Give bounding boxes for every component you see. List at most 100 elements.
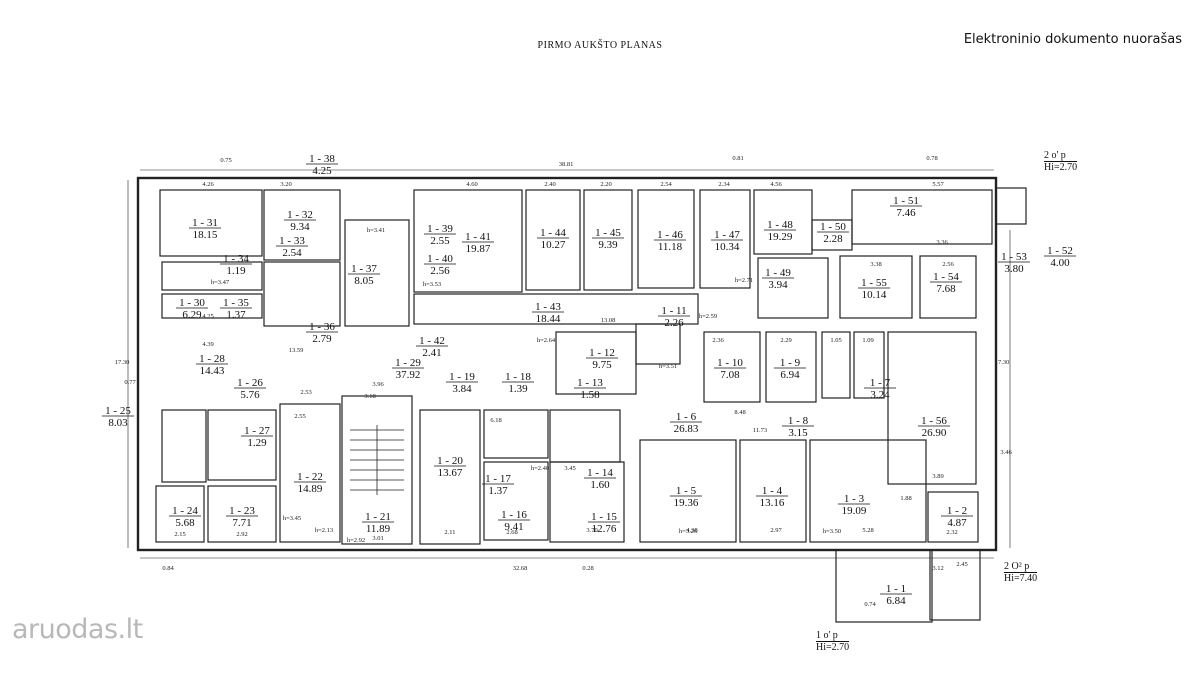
dimension-label: 2.29 [780,337,791,344]
dimension-label: h=3.26 [679,528,698,535]
room-code: 1 - 29 [395,357,421,369]
dimension-label: h=2.40 [531,465,549,472]
dimension-label: 38.81 [559,161,574,168]
dimension-label: 2.45 [956,561,967,568]
dimension-label: 0.75 [220,157,231,164]
room-code: 1 - 40 [427,253,453,265]
room-code: 1 - 5 [676,485,697,497]
room-code: 1 - 48 [767,219,793,231]
room-code: 1 - 37 [351,263,377,275]
dimension-label: 8.48 [734,409,745,416]
room-code: 1 - 22 [297,471,323,483]
room-area: 7.46 [896,207,916,219]
room-code: 1 - 8 [788,415,809,427]
room-code: 1 - 15 [591,511,617,523]
room-code: 1 - 51 [893,195,919,207]
dimension-label: h=2.92 [347,537,365,544]
room-area: 14.89 [298,483,323,495]
room-code: 1 - 11 [661,305,686,317]
room-area: 14.43 [200,365,225,377]
room-area: 1.37 [488,485,508,497]
room-area: 3.15 [788,427,808,439]
dimension-label: 0.78 [926,155,937,162]
room-area: 2.26 [664,317,684,329]
room-code: 1 - 23 [229,505,255,517]
room-code: 1 - 25 [105,405,131,417]
dimension-label: h=3.53 [423,281,441,288]
room-code: 1 - 14 [587,467,613,479]
dimension-label: 3.20 [280,181,291,188]
room-area: 7.08 [720,369,740,381]
room-area: 3.24 [870,389,890,401]
dimension-label: 3.12 [932,565,943,572]
room-area: 4.25 [312,165,332,177]
dimension-label: 4.56 [770,181,782,188]
dimension-label: 2.54 [660,181,672,188]
room-code: 1 - 41 [465,231,491,243]
room-area: 10.27 [541,239,566,251]
dimension-label: 3.46 [1000,449,1012,456]
room-area: 6.84 [886,595,906,607]
room-code: 1 - 31 [192,217,218,229]
dimension-label: 13.59 [289,347,304,354]
room-code: 1 - 9 [780,357,801,369]
room-area: 7.68 [936,283,956,295]
room-code: 1 - 20 [437,455,463,467]
room-code: 1 - 6 [676,411,697,423]
room-area: 37.92 [396,369,421,381]
room-area: 9.41 [504,521,523,533]
room-area: 26.83 [674,423,699,435]
dimension-label: 3.01 [372,535,383,542]
dimension-label: 2.68 [506,529,517,536]
room-code: 1 - 2 [947,505,967,517]
dimension-label: 4.25 [202,313,213,320]
room-code: 1 - 36 [309,321,335,333]
room-area: 19.29 [768,231,793,243]
dimension-label: 0.74 [864,601,876,608]
room-area: 18.44 [536,313,561,325]
room-area: 19.87 [466,243,491,255]
plan-title: PIRMO AUKŠTO PLANAS [537,40,663,51]
room-code: 1 - 43 [535,301,561,313]
dimension-label: h=2.59 [699,313,717,320]
room-code: 1 - 39 [427,223,453,235]
room-area: 4.00 [1050,257,1070,269]
room-code: 1 - 47 [714,229,740,241]
room-code: 1 - 28 [199,353,225,365]
room-area: 3.94 [768,279,788,291]
room-area: 9.75 [592,359,612,371]
dimension-label: 1.09 [862,337,873,344]
room-area: 8.03 [108,417,128,429]
floor-mark-2op: 2 o' p Hi=2.70 [1044,150,1078,173]
room-code: 1 - 13 [577,377,603,389]
dimension-label: 3.96 [372,381,384,388]
dimension-label: 0.28 [582,565,593,572]
room-code: 1 - 52 [1047,245,1073,257]
dimension-label: 4.60 [466,181,477,188]
room-area: 2.54 [282,247,302,259]
room-area: 5.76 [240,389,260,401]
dimension-label: 2.97 [770,527,782,534]
dimension-label: h=3.41 [367,227,385,234]
room-area: 1.60 [590,479,610,491]
room-area: 1.29 [247,437,267,449]
room-code: 1 - 1 [886,583,906,595]
dimension-label: 32.68 [513,565,528,572]
room-area: 2.41 [422,347,441,359]
dimension-label: 2.92 [236,531,247,538]
room-code: 1 - 46 [657,229,683,241]
room-area: 2.55 [430,235,450,247]
entrance-vestibule [835,549,933,623]
room-area: 11.18 [658,241,683,253]
room-area: 18.15 [193,229,218,241]
room-code: 1 - 26 [237,377,263,389]
dimension-label: 3.38 [870,261,881,268]
room-code: 1 - 34 [223,253,249,265]
room-code: 1 - 54 [933,271,959,283]
room-code: 1 - 12 [589,347,615,359]
dimension-label: 11.73 [753,427,767,434]
dimension-label: 1.88 [900,495,911,502]
room-code: 1 - 30 [179,297,205,309]
dimension-label: h=2.13 [315,527,333,534]
